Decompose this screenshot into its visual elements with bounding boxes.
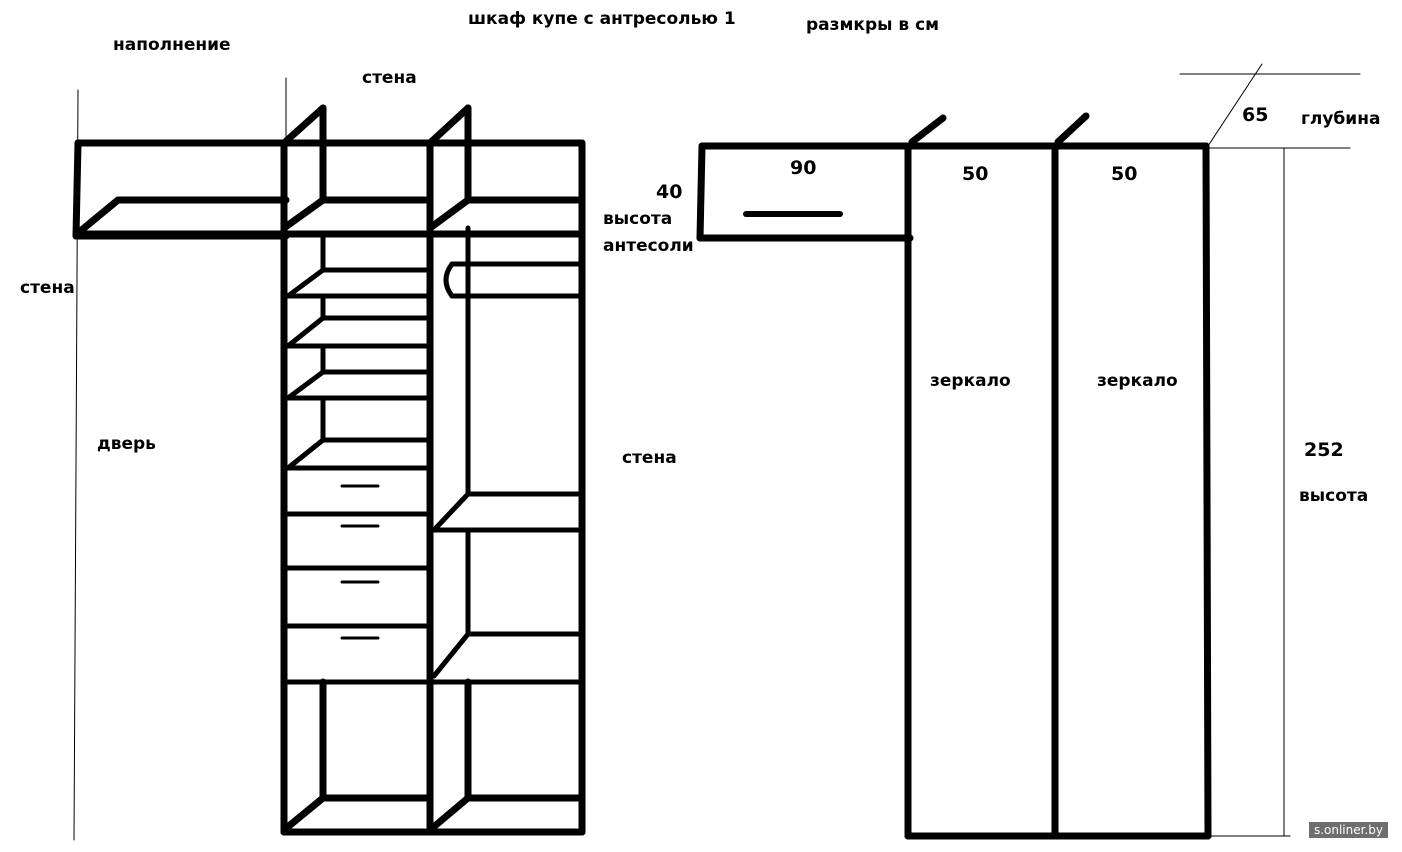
door1-mirror-label: зеркало: [930, 371, 1011, 391]
door2-mirror-label: зеркало: [1097, 371, 1178, 391]
cabinet-frame: [72, 104, 586, 836]
mezzanine-height-label-1: высота: [603, 209, 673, 229]
door2-width-value: 50: [1111, 163, 1138, 185]
door-label: дверь: [97, 434, 156, 454]
height-value: 252: [1304, 439, 1344, 461]
filling-view: [72, 77, 586, 841]
front-view: [696, 63, 1361, 840]
watermark: s.onliner.by: [1308, 822, 1388, 838]
mezzanine-height-value: 40: [656, 181, 683, 203]
mezzanine-width-value: 90: [790, 157, 817, 179]
mezzanine-front: [696, 142, 914, 242]
depth-value: 65: [1242, 104, 1269, 126]
wall-right-label: стена: [622, 448, 677, 468]
height-label: высота: [1299, 486, 1369, 506]
door-frames: [904, 112, 1212, 840]
mezzanine-left: [72, 139, 290, 240]
hanging-column: [431, 225, 585, 679]
wall-top-label: стена: [362, 68, 417, 88]
filling-label: наполнение: [113, 35, 231, 55]
mezzanine-height-label-2: антесоли: [603, 236, 694, 256]
diagram-title: шкаф купе с антресолью 1: [468, 9, 736, 29]
door1-width-value: 50: [962, 163, 989, 185]
wall-left-label: стена: [20, 278, 75, 298]
units-note: размкры в см: [806, 15, 940, 35]
shelf-column: [285, 231, 585, 685]
depth-label: глубина: [1301, 109, 1381, 129]
drawer-handles: [340, 484, 380, 640]
dimension-lines: [1179, 63, 1361, 837]
